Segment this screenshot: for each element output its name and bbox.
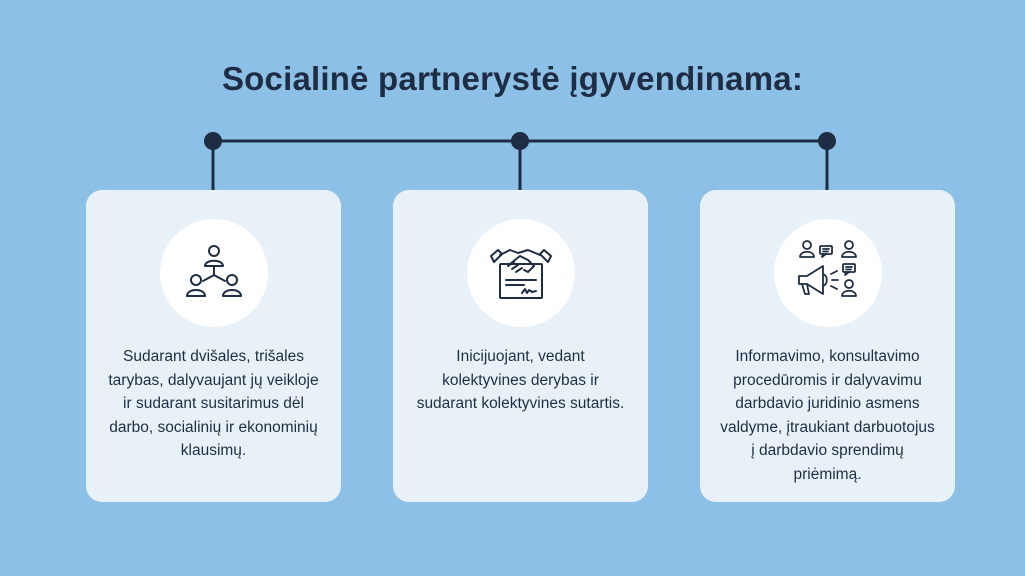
icon-circle [160,219,268,327]
card-text: Inicijuojant, vedant kolektyvines deryba… [416,348,625,412]
handshake-agreement-icon [490,249,552,299]
card-councils: Sudarant dvišales, trišales tarybas, dal… [86,190,341,502]
megaphone-people-icon [798,240,857,297]
page-title: Socialinė partnerystė įgyvendinama: [221,60,804,97]
card-information-consultation: Informavimo, konsultavimo procedūromis i… [700,190,955,502]
icon-circle [467,219,575,327]
node-dot-2 [511,132,529,150]
icon-circle [774,219,882,327]
card-collective-bargaining: Inicijuojant, vedant kolektyvines deryba… [393,190,648,502]
people-network-icon [186,245,242,297]
node-dot-1 [204,132,222,150]
card-text: Informavimo, konsultavimo procedūromis i… [720,348,935,483]
card-text: Sudarant dvišales, trišales tarybas, dal… [108,348,319,459]
connector-lines [204,132,836,190]
node-dot-3 [818,132,836,150]
